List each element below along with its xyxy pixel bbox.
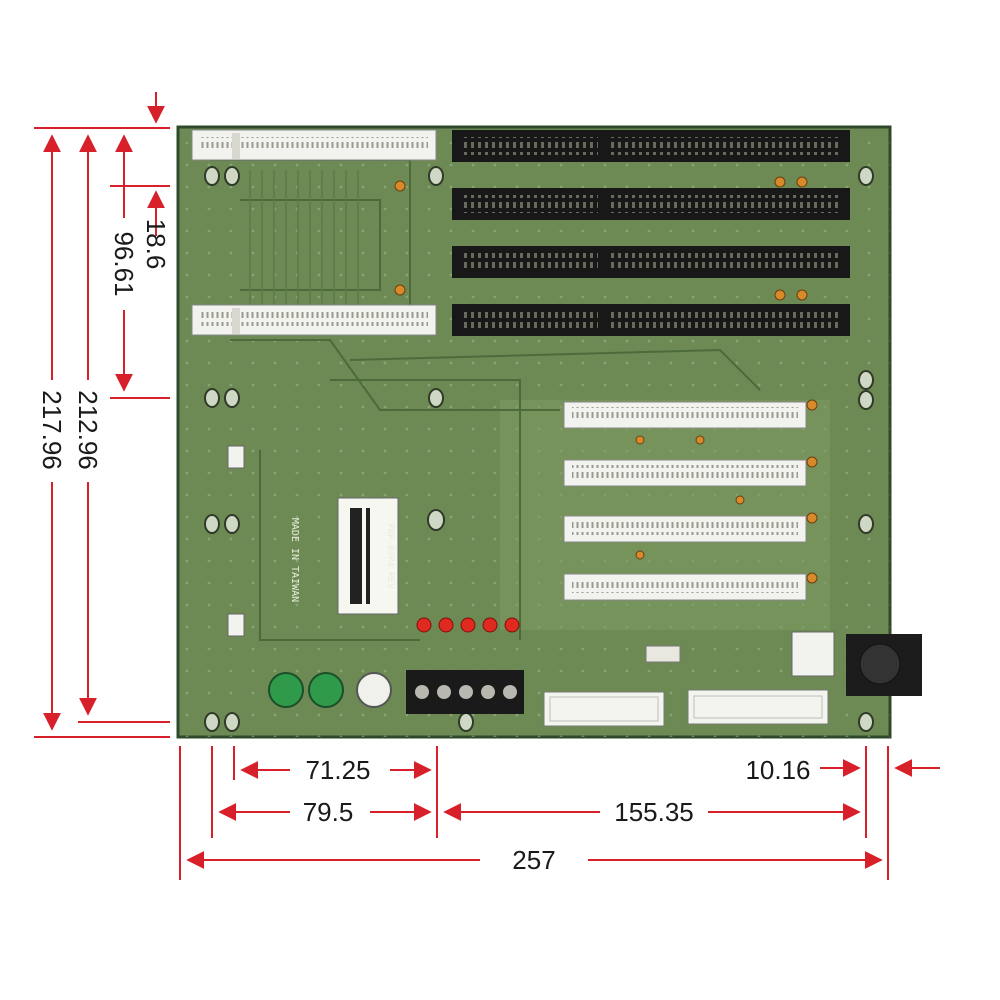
backplane-board: PBP-08P4 REV MADE IN TAIWAN bbox=[176, 125, 922, 739]
dim-label-96-61: 96.61 bbox=[109, 231, 139, 296]
keyboard-connector bbox=[846, 634, 922, 696]
isa-slot-2 bbox=[452, 188, 850, 220]
fan-connector-1 bbox=[227, 445, 245, 469]
fan-connector-2 bbox=[227, 613, 245, 637]
dim-label-18-6: 18.6 bbox=[141, 219, 171, 270]
mounting-holes bbox=[204, 166, 874, 732]
pci-slot-2 bbox=[563, 459, 807, 487]
dimension-annotations bbox=[34, 92, 940, 880]
cpu-slot-bottom bbox=[191, 304, 437, 336]
status-leds bbox=[416, 617, 520, 633]
capacitors bbox=[394, 176, 818, 584]
dim-label-79-5: 79.5 bbox=[303, 797, 354, 827]
jumper-block bbox=[645, 645, 681, 663]
dim-label-10-16: 10.16 bbox=[745, 755, 810, 785]
pci-slot-3 bbox=[563, 515, 807, 543]
pci-slot-1 bbox=[563, 401, 807, 429]
atx-power-connector bbox=[543, 691, 665, 727]
board-origin-label: MADE IN TAIWAN bbox=[289, 518, 300, 602]
board-model-label: PBP-08P4 REV bbox=[385, 523, 395, 589]
round-components bbox=[268, 672, 392, 708]
dim-label-155-35: 155.35 bbox=[614, 797, 694, 827]
dimension-labels: 217.96 212.96 96.61 18.6 71.25 10.16 79.… bbox=[37, 219, 811, 875]
isa-slot-4 bbox=[452, 304, 850, 336]
board-label: PBP-08P4 REV bbox=[337, 497, 399, 615]
dim-label-217-96: 217.96 bbox=[37, 390, 67, 470]
cpu-slot-top bbox=[191, 129, 437, 161]
at-power-connector bbox=[687, 689, 829, 725]
dim-label-71-25: 71.25 bbox=[305, 755, 370, 785]
dim-label-257: 257 bbox=[512, 845, 555, 875]
isa-slot-3 bbox=[452, 246, 850, 278]
isa-slot-1 bbox=[452, 130, 850, 162]
pci-slot-4 bbox=[563, 573, 807, 601]
dim-label-212-96: 212.96 bbox=[73, 390, 103, 470]
aux-connector bbox=[791, 631, 835, 677]
power-terminal-block bbox=[406, 670, 524, 714]
